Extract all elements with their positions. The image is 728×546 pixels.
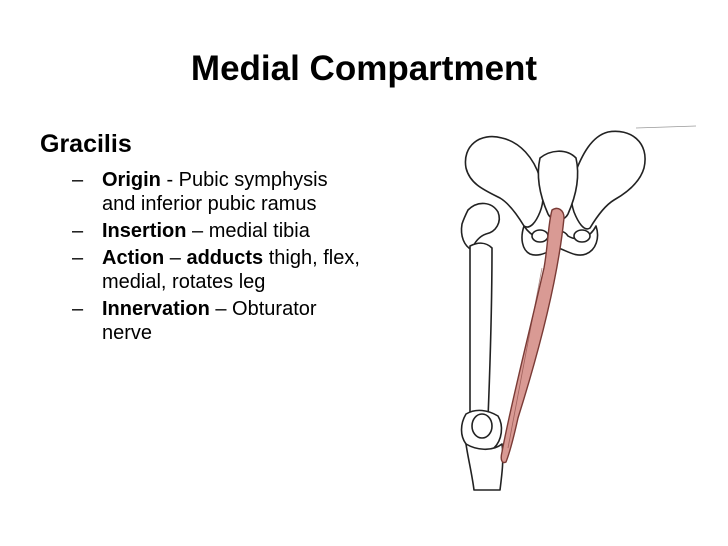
bullet-label: Insertion [102,220,187,242]
tibia-icon [465,443,504,491]
bullet-text: Pubic symphysis and inferior pubic ramus [102,169,328,215]
femur-shaft-icon [469,242,493,427]
obturator-foramen-right-icon [573,229,591,243]
slide-title: Medial Compartment [190,49,538,88]
bullet-emphasis: adducts [186,247,264,269]
bullet-text: thigh, flex, medial, rotates leg [102,247,360,293]
patella-icon [471,413,493,439]
bullet-label: Action [102,247,165,269]
bullet-label: Origin [102,169,161,191]
divider-line-icon [635,125,697,129]
muscle-fiber-line-icon [507,267,543,449]
bullet-innervation: – Innervation – Obturator nerve [72,297,362,345]
obturator-foramen-left-icon [531,229,549,243]
bullet-label: Innervation [102,298,210,320]
bullet-text: medial tibia [208,220,310,242]
bullet-text: Obturator nerve [102,298,317,344]
bullet-dash: – [72,169,84,191]
femoral-head-icon [460,202,501,251]
muscle-heading: Gracilis [40,130,132,158]
sacrum-icon [537,150,579,221]
bullet-dash: – [72,220,84,242]
bullet-separator: – [209,298,233,320]
bullet-insertion: – Insertion – medial tibia [72,219,362,243]
bullet-separator: - [160,169,179,191]
bullet-list: – Origin - Pubic symphysis and inferior … [72,168,362,348]
bullet-dash: – [72,298,84,320]
right-ilium-icon [570,130,646,230]
pelvis-femur-gracilis-icon [460,125,697,491]
bullet-dash: – [72,247,84,269]
bullet-separator: – [164,247,187,269]
bullet-action: – Action – adducts thigh, flex, medial, … [72,246,362,294]
bullet-origin: – Origin - Pubic symphysis and inferior … [72,168,362,216]
bullet-separator: – [186,220,209,242]
